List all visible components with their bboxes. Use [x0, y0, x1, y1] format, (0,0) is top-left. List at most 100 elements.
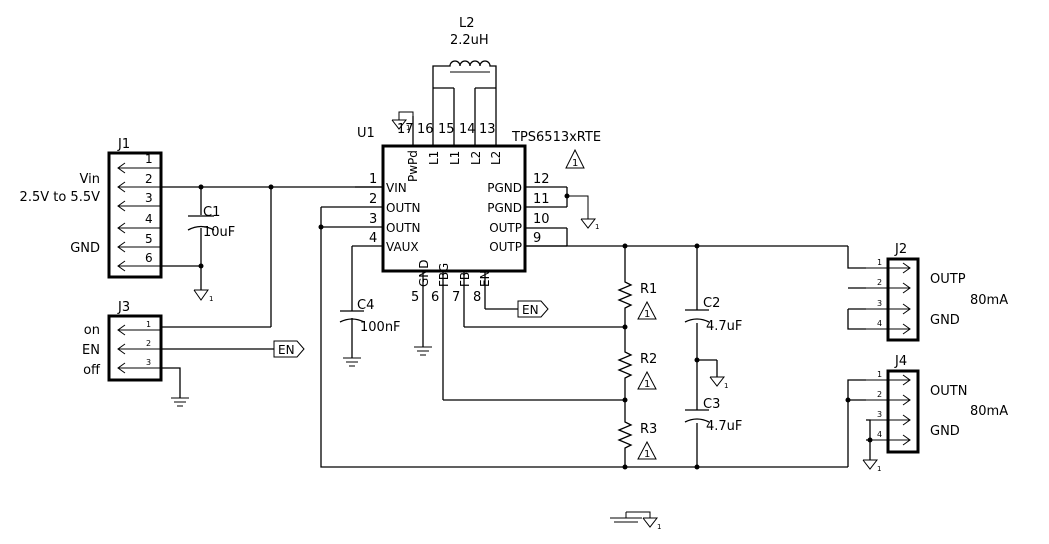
net-flag-en: EN: [273, 340, 305, 358]
j1-pin-1: 1: [145, 152, 153, 166]
j2-label-gnd: GND: [930, 313, 960, 328]
r1-ref: R1: [640, 282, 657, 297]
l2-value: 2.2uH: [450, 33, 489, 48]
u1-pin-5: 5: [411, 290, 419, 305]
svg-text:EN: EN: [522, 303, 539, 317]
c4-ref: C4: [357, 298, 374, 313]
j2-label-net: OUTP: [930, 272, 966, 287]
svg-text:1: 1: [406, 124, 410, 132]
ground-icon: 1: [566, 187, 599, 231]
j2-body: [886, 257, 920, 342]
u1-pinname-outn-b: OUTN: [386, 221, 421, 235]
c1-ref: C1: [203, 205, 220, 220]
u1-pin-9: 9: [533, 231, 541, 246]
j4-pin-2: 2: [877, 390, 882, 399]
capacitor-c2: C2 4.7uF: [684, 296, 742, 334]
j2-pin-4: 4: [877, 319, 882, 328]
ground-icon: 1: [391, 111, 414, 132]
svg-text:1: 1: [209, 295, 213, 303]
j2-pin-3: 3: [877, 299, 882, 308]
j3-pin-2: 2: [146, 339, 151, 348]
connector-j2: J2 1 2 3 4 OUTP 80mA GND: [866, 242, 1008, 342]
resistor-r3: R3 1: [617, 400, 657, 467]
l2-ref: L2: [459, 16, 475, 31]
u1-ref: U1: [357, 126, 375, 141]
j3-label-en: EN: [82, 343, 100, 358]
ground-icon: 1: [709, 376, 728, 390]
j1-pin-6: 6: [145, 251, 153, 265]
j4-label-net: OUTN: [930, 384, 967, 399]
c1-value: 10uF: [203, 225, 235, 240]
u1-pinname-pwpd: PwPd: [406, 150, 420, 182]
junction-dot: [198, 263, 204, 269]
connector-j1: J1 1 2 3 4 5 6 Vin 2.5V to 5.5V GND: [20, 137, 163, 279]
j1-ref: J1: [117, 137, 130, 152]
c3-ref: C3: [703, 397, 720, 412]
u1-pin-11: 11: [533, 192, 550, 207]
u1-pinname-l1a: L1: [427, 151, 441, 165]
connector-j4: J4 1 2 3 4 OUTN 80mA GND: [866, 354, 1008, 454]
u1-pinname-fb: FB: [458, 272, 472, 287]
svg-text:EN: EN: [278, 343, 295, 357]
junction-dot: [318, 224, 324, 230]
ground-icon: [343, 357, 361, 367]
svg-text:1: 1: [572, 158, 578, 169]
junction-dot: [564, 193, 570, 199]
r3-ref: R3: [640, 422, 657, 437]
junction-dot: [867, 437, 873, 443]
u1-pinname-l1b: L1: [448, 151, 462, 165]
j1-pin-arrows: [117, 162, 161, 272]
j1-pin-3: 3: [145, 191, 153, 205]
junction-dot: [268, 184, 274, 190]
inductor-l2: L2 2.2uH: [432, 16, 497, 89]
c2-value: 4.7uF: [706, 319, 742, 334]
u1-pinname-vaux: VAUX: [386, 240, 419, 254]
j1-label-gnd: GND: [70, 241, 100, 256]
u1-pin-6: 6: [431, 290, 439, 305]
wires-j3: [161, 326, 274, 398]
c4-value: 100nF: [360, 320, 401, 335]
ground-icon: 1: [862, 459, 881, 473]
wires-j2: [847, 246, 866, 330]
svg-text:1: 1: [657, 523, 661, 531]
j4-pin-3: 3: [877, 410, 882, 419]
junction-dot: [622, 464, 628, 470]
c3-value: 4.7uF: [706, 419, 742, 434]
svg-text:1: 1: [877, 465, 881, 473]
svg-text:1: 1: [644, 309, 650, 320]
c2-ref: C2: [703, 296, 720, 311]
j2-pin-2: 2: [877, 278, 882, 287]
u1-pin-7: 7: [452, 290, 460, 305]
j3-body: [107, 314, 163, 382]
junction-dot: [694, 464, 700, 470]
u1-pin-10: 10: [533, 212, 550, 227]
u1-pin-1: 1: [369, 172, 377, 187]
u1-pinname-l2b: L2: [489, 151, 503, 165]
svg-text:1: 1: [724, 382, 728, 390]
wires-outp: [525, 228, 848, 467]
capacitor-c1: C1 10uF: [187, 205, 235, 240]
wires-j4: [847, 379, 871, 467]
svg-text:1: 1: [644, 449, 650, 460]
connector-j3: J3 1 2 3 on EN off: [82, 300, 163, 382]
r2-ref: R2: [640, 352, 657, 367]
u1-pinname-fbg: FBG: [437, 263, 451, 287]
j3-pin-3: 3: [146, 358, 151, 367]
u1-pin-15: 15: [438, 122, 455, 137]
j3-label-on: on: [84, 323, 100, 338]
j2-label-current: 80mA: [970, 293, 1008, 308]
u1-pinname-l2a: L2: [469, 151, 483, 165]
j1-pin-4: 4: [145, 212, 153, 226]
j1-pin-5: 5: [145, 232, 153, 246]
u1-pinname-pgnd-a: PGND: [487, 181, 522, 195]
j2-pin-1: 1: [877, 258, 882, 267]
wires-outn: [320, 207, 848, 468]
u1-pin-13: 13: [479, 122, 496, 137]
resistor-r2: R2 1: [617, 327, 657, 400]
svg-text:1: 1: [595, 223, 599, 231]
u1-body: [381, 144, 527, 273]
resistor-r1: R1 1: [617, 280, 657, 327]
j1-pin-2: 2: [145, 172, 153, 186]
j4-label-gnd: GND: [930, 424, 960, 439]
